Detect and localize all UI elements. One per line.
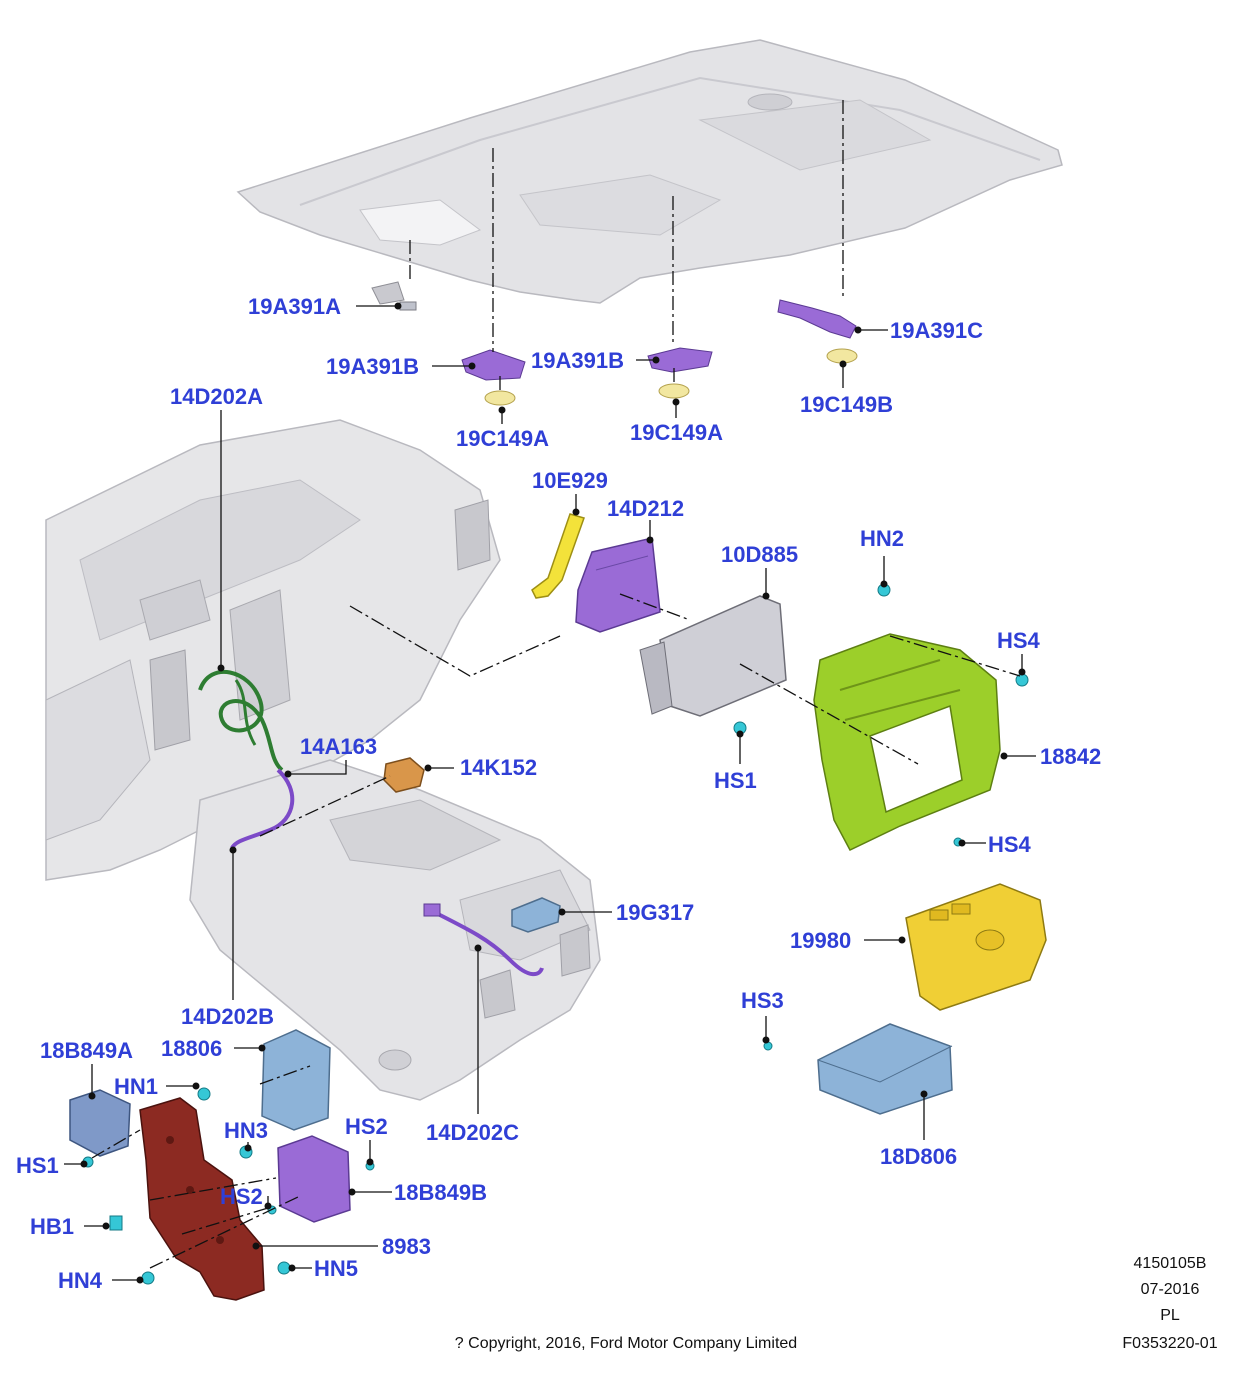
label-hb1: HB1 — [30, 1214, 74, 1239]
label-hs4-top: HS4 — [997, 628, 1041, 653]
connector-19g317-part — [511, 897, 561, 933]
clip-19a391c-part — [777, 299, 857, 339]
label-10e929: 10E929 — [532, 468, 608, 493]
label-19980: 19980 — [790, 928, 851, 953]
label-18b849b: 18B849B — [394, 1180, 487, 1205]
bezel-19c149a-mid-part — [658, 383, 690, 399]
label-hn4: HN4 — [58, 1268, 103, 1293]
label-14d212: 14D212 — [607, 496, 684, 521]
module-18806-part — [261, 1029, 331, 1131]
alignment-lines — [91, 100, 1021, 1269]
harness-14a163-part — [230, 768, 295, 850]
footer: 4150105B 07-2016 PL F0353220-01 ? Copyri… — [455, 1255, 1218, 1352]
headliner-panel — [236, 39, 1063, 304]
module-10d885-part — [639, 595, 787, 717]
harness-14d202a-part — [198, 670, 284, 772]
fastener-hn4 — [141, 1271, 155, 1285]
figure-code: 4150105B — [1134, 1255, 1207, 1272]
connector-14k152-part — [383, 757, 425, 793]
antenna-10e929-part — [531, 513, 585, 599]
label-19a391b-mid: 19A391B — [531, 348, 624, 373]
center-console — [189, 759, 601, 1101]
label-19a391a: 19A391A — [248, 294, 341, 319]
module-14d212-part — [575, 537, 661, 633]
bracket-8983-part — [139, 1097, 265, 1301]
harness-14d202c-part — [423, 903, 544, 977]
control-panel-19980-part — [905, 883, 1047, 1011]
label-hn2: HN2 — [860, 526, 904, 551]
clip-19a391b-left-part — [461, 349, 526, 381]
label-10d885: 10D885 — [721, 542, 798, 567]
label-hs4-bottom: HS4 — [988, 832, 1032, 857]
label-19a391b-left: 19A391B — [326, 354, 419, 379]
module-18b849b-part — [277, 1135, 351, 1223]
label-19a391c: 19A391C — [890, 318, 983, 343]
label-19c149b: 19C149B — [800, 392, 893, 417]
label-14d202a: 14D202A — [170, 384, 263, 409]
instrument-panel — [45, 419, 501, 881]
label-18b849a: 18B849A — [40, 1038, 133, 1063]
label-18842: 18842 — [1040, 744, 1101, 769]
fastener-hn1 — [197, 1087, 211, 1101]
label-19c149a-left: 19C149A — [456, 426, 549, 451]
label-19c149a-mid: 19C149A — [630, 420, 723, 445]
clip-19a391b-mid-part — [647, 347, 713, 373]
label-18806: 18806 — [161, 1036, 222, 1061]
figure-id: F0353220-01 — [1122, 1335, 1217, 1352]
label-18d806: 18D806 — [880, 1144, 957, 1169]
leader-lines — [64, 302, 1036, 1284]
label-19g317: 19G317 — [616, 900, 694, 925]
label-hs2-mid: HS2 — [220, 1184, 263, 1209]
label-hs1-right: HS1 — [714, 768, 757, 793]
bracket-18842-part — [813, 633, 1001, 851]
module-18b849a-part — [69, 1089, 131, 1157]
label-hs3: HS3 — [741, 988, 784, 1013]
label-14a163: 14A163 — [300, 734, 377, 759]
label-hn1: HN1 — [114, 1074, 158, 1099]
copyright-notice: ? Copyright, 2016, Ford Motor Company Li… — [455, 1335, 797, 1352]
figure-language: PL — [1160, 1307, 1180, 1324]
label-hs2-top: HS2 — [345, 1114, 388, 1139]
module-18d806-part — [817, 1023, 953, 1115]
label-8983: 8983 — [382, 1234, 431, 1259]
bezel-19c149a-left-part — [484, 390, 516, 406]
fastener-hn5 — [277, 1261, 291, 1275]
label-hs1-left: HS1 — [16, 1153, 59, 1178]
figure-date: 07-2016 — [1141, 1281, 1200, 1298]
label-hn5: HN5 — [314, 1256, 358, 1281]
label-14d202c: 14D202C — [426, 1120, 519, 1145]
callout-labels: 19A391A 19A391B 19A391B 19A391C 19C149A … — [16, 294, 1101, 1293]
fastener-hb1 — [109, 1215, 123, 1231]
label-14k152: 14K152 — [460, 755, 537, 780]
label-14d202b: 14D202B — [181, 1004, 274, 1029]
label-hn3: HN3 — [224, 1118, 268, 1143]
clip-19a391a-part — [371, 281, 417, 311]
